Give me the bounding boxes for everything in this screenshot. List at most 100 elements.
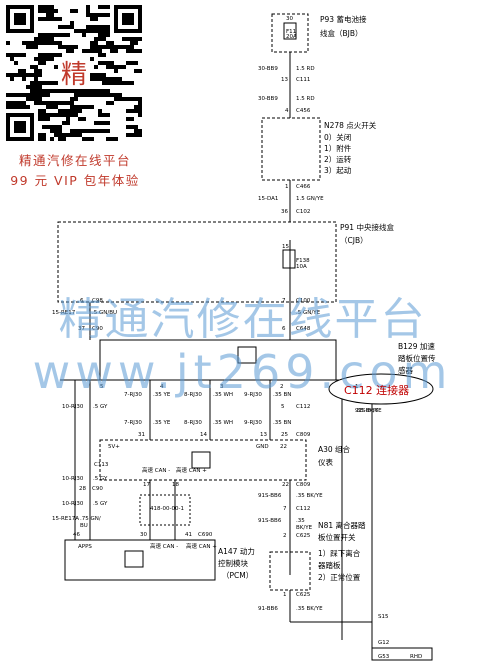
diagram-label-w6-code: 91S-BB6: [355, 408, 379, 414]
diagram-label-a147-title: A147 动力: [218, 546, 255, 556]
diagram-label-s-35bn: .35 BN: [273, 392, 291, 398]
diagram-label-c98-pin: 6: [80, 298, 84, 304]
diagram-label-w1-size: 1.5 RD: [296, 66, 315, 72]
diagram-label-f138-rating: 10A: [296, 264, 307, 270]
diagram-label-w11-code: 15-RE17A: [52, 516, 79, 522]
diagram-label-b-8rj30: 8-RJ30: [184, 420, 202, 426]
diagram-label-c90b: C90: [92, 486, 103, 492]
diagram-label-n278-0: 0）关闭: [324, 132, 351, 142]
diagram-label-c112b: C112: [296, 506, 310, 512]
diagram-label-pin13: 13: [260, 432, 267, 438]
diagram-label-b-35ye: .35 YE: [153, 420, 171, 426]
diagram-label-b-35bn: .35 BN: [273, 420, 291, 426]
diagram-label-pin30: 30: [140, 532, 147, 538]
diagram-label-pin5: 5: [100, 384, 104, 390]
diagram-label-pin1: 1: [355, 384, 359, 390]
diagram-label-w4-size: .5 GN/BU: [92, 310, 117, 316]
diagram-label-c111-pin: 13: [281, 77, 288, 83]
a147-pcm-box: [64, 539, 216, 581]
diagram-label-n278-2: 2）运转: [324, 154, 352, 164]
diagram-label-s-5gy: .5 GY: [93, 404, 108, 410]
diagram-label-w7-code: 10-RJ30: [62, 476, 84, 482]
diagram-label-w10-code: 91S-BB6: [258, 518, 282, 524]
diagram-label-w12-size: .35 BK/YE: [296, 606, 323, 612]
a30-icon: [191, 451, 211, 469]
diagram-label-c113: C113: [94, 462, 109, 468]
diagram-label-rhd: RHD: [410, 654, 422, 660]
diagram-label-pin46: 46: [73, 532, 80, 538]
qr-code-image: 精: [6, 5, 142, 141]
diagram-label-w6-size: .35 BK/YE: [355, 408, 382, 414]
diagram-label-w4-code: 15-RE17: [52, 310, 76, 316]
diagram-label-pin41: 41: [185, 532, 192, 538]
diagram-label-c690: C690: [198, 532, 213, 538]
diagram-label-c100: C100: [296, 298, 311, 304]
diagram-label-pin31: 31: [138, 432, 145, 438]
diagram-label-c809-pin: 25: [281, 432, 288, 438]
diagram-label-w5-size: .5 GN/YE: [296, 310, 321, 316]
diagram-label-c466-pin: 1: [285, 184, 289, 190]
diagram-label-s15: S15: [378, 614, 389, 620]
diagram-label-w8-size: .5 GY: [93, 501, 108, 507]
diagram-label-n81-1: 1）踩下离合: [318, 548, 361, 558]
diagram-label-c111: C111: [296, 77, 310, 83]
diagram-label-c98: C98: [92, 298, 103, 304]
diagram-label-c112b-pin: 7: [283, 506, 287, 512]
diagram-label-n81-title2: 板位置开关: [318, 532, 356, 542]
diagram-label-c809b: C809: [296, 482, 311, 488]
diagram-label-b129-title2: 踏板位置传: [398, 353, 436, 363]
a30-cluster-box: [99, 439, 307, 481]
diagram-label-pin22: 22: [280, 444, 287, 450]
diagram-label-fuse1-rating: 20A: [286, 34, 297, 40]
diagram-label-pin17: 17: [143, 482, 150, 488]
diagram-label-w10-size2: BK/YE: [296, 525, 313, 531]
diagram-label-w12-code: 91-BB6: [258, 606, 278, 612]
fuse-f138-icon: [282, 249, 296, 269]
diagram-label-c625b: C625: [296, 592, 311, 598]
diagram-label-pin14: 14: [200, 432, 207, 438]
diagram-label-p91-title2: （CJB）: [340, 236, 368, 245]
diagram-label-w3-size: 1.5 GN/YE: [296, 196, 324, 202]
promo-line-2: 99 元 VIP 包年体验: [10, 173, 140, 188]
diagram-label-w9-code: 91S-BB6: [258, 493, 282, 499]
promo-line-1: 精通汽修在线平台: [18, 153, 131, 168]
diagram-label-c625b-pin: 1: [283, 592, 287, 598]
diagram-label-a147-title3: （PCM）: [222, 571, 253, 580]
diagram-label-a30-5v: 5V+: [108, 444, 120, 450]
can-bus-box: [139, 494, 191, 526]
n278-ignition-switch-box: [261, 117, 321, 181]
diagram-label-n278-3: 3）起动: [324, 165, 352, 175]
diagram-label-c112-pin: 5: [281, 404, 285, 410]
diagram-label-n81-2: 2）正常位置: [318, 572, 361, 582]
diagram-label-b129-title3: 感器: [398, 365, 413, 375]
diagram-label-c102-pin: 36: [281, 209, 288, 215]
diagram-label-b-7rj30: 7-RJ30: [124, 420, 142, 426]
diagram-label-pin3: 3: [220, 384, 224, 390]
diagram-label-w3-code: 15-DA1: [258, 196, 278, 202]
diagram-label-w2-code: 30-BB9: [258, 96, 278, 102]
b129-sensor-icon: [237, 346, 257, 364]
diagram-label-a147-can1: 高速 CAN -: [150, 542, 178, 550]
diagram-label-c809b-pin: 22: [282, 482, 289, 488]
diagram-label-c648: C648: [296, 326, 311, 332]
p91-cjb-box: [57, 221, 337, 303]
diagram-label-c625: C625: [296, 533, 311, 539]
diagram-label-c90b-pin: 28: [79, 486, 86, 492]
diagram-label-s-35wh: .35 WH: [213, 392, 233, 398]
diagram-label-w7-size: .5 GY: [93, 476, 108, 482]
diagram-label-w1-code: 30-BB9: [258, 66, 278, 72]
diagram-label-f138-name: F138: [296, 258, 310, 264]
diagram-label-a147-can2: 高速 CAN +: [186, 542, 217, 550]
diagram-label-c90a-pin: 37: [78, 326, 85, 332]
diagram-label-pin18: 18: [172, 482, 179, 488]
qr-logo-bg: [58, 57, 90, 89]
diagram-label-n81-1b: 器踏板: [318, 560, 341, 570]
c112-callout-ellipse: [328, 373, 434, 405]
diagram-label-n81-title: N81 离合器踏: [318, 520, 366, 530]
diagram-label-p93-title: P93 蓄电池接: [320, 14, 367, 24]
ground-g53-box: [371, 647, 433, 661]
diagram-label-a30-can1: 高速 CAN -: [142, 466, 170, 474]
diagram-label-a30-title2: 仪表: [318, 457, 333, 467]
diagram-label-fuse1-name: F11: [286, 29, 296, 35]
